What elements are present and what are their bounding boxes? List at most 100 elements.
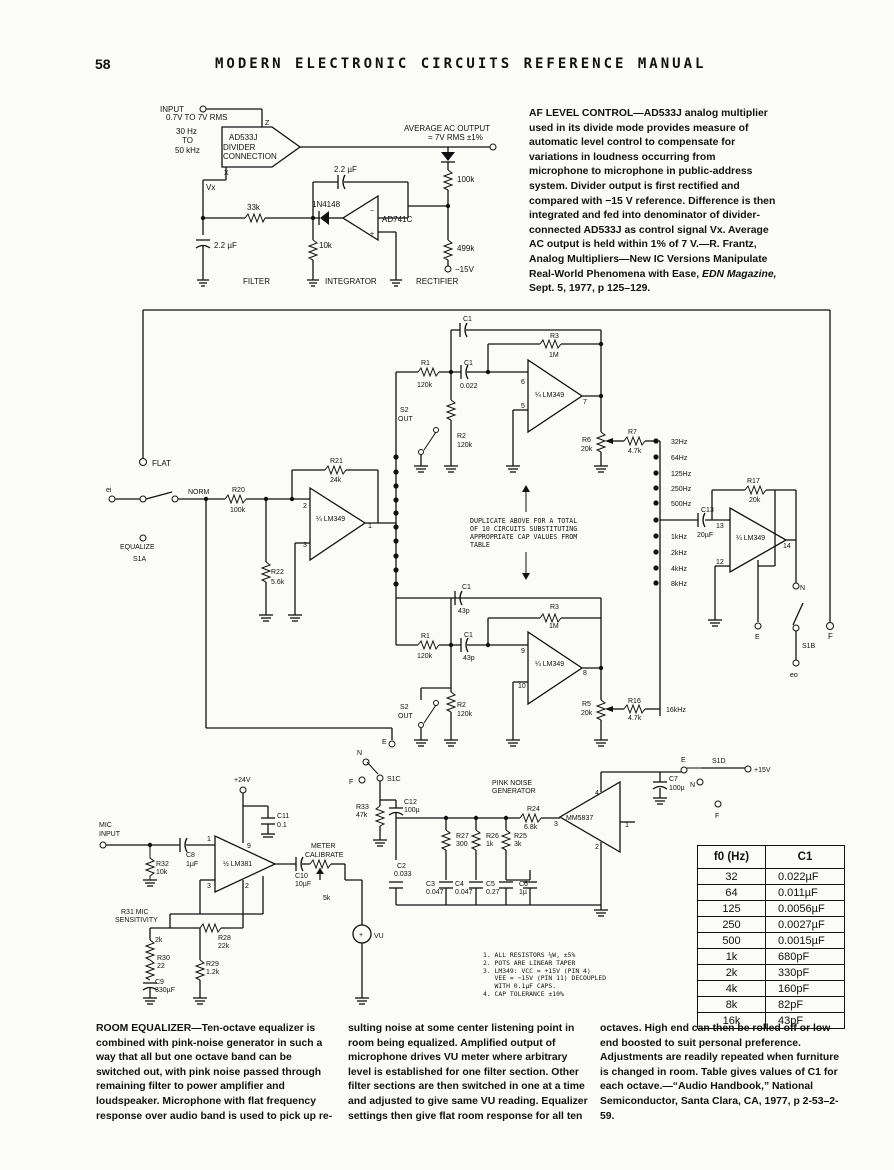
svg-text:0.022: 0.022: [460, 383, 478, 390]
room-equalizer-caption-col3: octaves. High end can then be rolled off…: [600, 1023, 840, 1122]
svg-text:OUT: OUT: [398, 416, 414, 423]
svg-text:10µF: 10µF: [295, 881, 311, 888]
svg-text:¼ LM349: ¼ LM349: [736, 535, 765, 542]
svg-text:125Hz: 125Hz: [671, 471, 692, 478]
svg-text:20µF: 20µF: [697, 532, 713, 539]
svg-text:1M: 1M: [549, 352, 559, 359]
svg-text:RECTIFIER: RECTIFIER: [416, 277, 458, 286]
lm349-opamp-bottom: [527, 630, 584, 706]
svg-text:0.1: 0.1: [277, 822, 287, 829]
svg-text:R32: R32: [156, 861, 169, 868]
svg-text:DUPLICATE ABOVE FOR A TOTAL: DUPLICATE ABOVE FOR A TOTAL: [470, 517, 577, 525]
svg-text:R22: R22: [271, 569, 284, 576]
svg-text:+: +: [359, 932, 363, 939]
svg-text:32Hz: 32Hz: [671, 439, 688, 446]
svg-text:GENERATOR: GENERATOR: [492, 788, 536, 795]
svg-text:C13: C13: [701, 507, 714, 514]
svg-text:OF 10 CIRCUITS SUBSTITUTING: OF 10 CIRCUITS SUBSTITUTING: [470, 525, 577, 533]
svg-text:N: N: [357, 750, 362, 757]
room-equalizer-caption-col1: ROOM EQUALIZER—Ten-octave equalizer is c…: [96, 1023, 333, 1122]
svg-text:16kHz: 16kHz: [666, 707, 686, 714]
pink-noise-section: +24V C11 0.1 MIC INPUT C8 1µF R32 10k ½ …: [99, 757, 771, 1005]
svg-text:2.2 µF: 2.2 µF: [334, 165, 357, 174]
room-equalizer-caption-col2: sulting noise at some center listening p…: [348, 1023, 588, 1122]
svg-text:R25: R25: [514, 833, 527, 840]
svg-text:−15V: −15V: [455, 265, 475, 274]
svg-text:30 Hz: 30 Hz: [176, 127, 197, 136]
label-e2: E: [681, 757, 686, 764]
svg-text:3k: 3k: [514, 841, 522, 848]
circuit-notes: 1. ALL RESISTORS ¼W, ±5% 2. POTS ARE LIN…: [483, 951, 607, 998]
svg-text:+: +: [370, 231, 374, 238]
svg-text:CONNECTION: CONNECTION: [223, 152, 277, 161]
af-level-control-caption: AF LEVEL CONTROL—AD533J analog multiplie…: [529, 108, 777, 295]
svg-text:C11: C11: [277, 813, 289, 820]
svg-text:S1D: S1D: [712, 758, 726, 765]
svg-text:AD533J: AD533J: [229, 133, 257, 142]
svg-text:20k: 20k: [749, 497, 761, 504]
svg-text:S1B: S1B: [802, 643, 816, 650]
svg-text:R3: R3: [550, 604, 559, 611]
svg-text:TO: TO: [182, 136, 193, 145]
svg-text:3: 3: [303, 542, 307, 549]
svg-text:R1: R1: [421, 360, 430, 367]
svg-text:R33: R33: [356, 804, 369, 811]
svg-text:E: E: [755, 634, 760, 641]
svg-text:C5: C5: [486, 881, 495, 888]
svg-text:4kHz: 4kHz: [671, 566, 687, 573]
svg-text:R5: R5: [582, 701, 591, 708]
svg-text:43p: 43p: [463, 655, 475, 662]
pin-9: 9: [247, 843, 251, 850]
svg-text:NORM: NORM: [188, 489, 210, 496]
svg-text:Z: Z: [265, 120, 270, 127]
svg-text:N: N: [800, 585, 805, 592]
page-header: 58 MODERN ELECTRONIC CIRCUITS REFERENCE …: [0, 56, 894, 76]
svg-text:S1C: S1C: [387, 776, 401, 783]
svg-text:50 kHz: 50 kHz: [175, 146, 200, 155]
svg-text:METER: METER: [311, 843, 336, 850]
svg-text:AD741C: AD741C: [382, 215, 412, 224]
svg-text:1µ: 1µ: [519, 889, 527, 896]
svg-text:¼ LM349: ¼ LM349: [316, 516, 345, 523]
octave-band-labels: 32Hz 64Hz 125Hz 250Hz 500Hz 1kHz 2kHz 4k…: [671, 439, 692, 588]
svg-text:S2: S2: [400, 407, 409, 414]
svg-text:6: 6: [521, 379, 525, 386]
svg-text:6.8k: 6.8k: [524, 824, 538, 831]
svg-text:FLAT: FLAT: [152, 459, 171, 468]
svg-text:INPUT: INPUT: [99, 831, 121, 838]
svg-text:C2: C2: [397, 863, 406, 870]
svg-text:C7: C7: [669, 776, 678, 783]
svg-text:Vx: Vx: [206, 183, 215, 192]
label-f: F: [349, 779, 353, 786]
svg-text:R1: R1: [421, 633, 430, 640]
svg-text:0.047: 0.047: [455, 889, 473, 896]
svg-text:22: 22: [157, 963, 165, 970]
svg-text:5.6k: 5.6k: [271, 579, 285, 586]
room-equalizer-schematic: FLAT F ei NORM EQUALIZE S1A R20 100k R22…: [106, 309, 834, 766]
svg-text:+24V: +24V: [234, 777, 251, 784]
svg-text:INTEGRATOR: INTEGRATOR: [325, 277, 377, 286]
label-input-range: 0.7V TO 7V RMS: [166, 113, 228, 122]
lm381-opamp: [214, 834, 277, 894]
pin-2b: 2: [595, 844, 599, 851]
svg-text:120k: 120k: [457, 442, 473, 449]
svg-text:AVERAGE AC OUTPUT: AVERAGE AC OUTPUT: [404, 124, 490, 133]
svg-text:−: −: [370, 208, 374, 215]
svg-text:R24: R24: [527, 806, 540, 813]
svg-text:C9: C9: [155, 979, 164, 986]
svg-text:EQUALIZE: EQUALIZE: [120, 544, 155, 551]
table-header-c1: C1: [765, 845, 845, 869]
lm349-opamp-output: [729, 506, 788, 574]
left-bus-dots: [393, 454, 399, 587]
label-n2: N: [690, 782, 695, 789]
svg-text:2kHz: 2kHz: [671, 550, 687, 557]
svg-text:9: 9: [521, 648, 525, 655]
svg-text:120k: 120k: [457, 711, 473, 718]
svg-text:10k: 10k: [156, 869, 168, 876]
